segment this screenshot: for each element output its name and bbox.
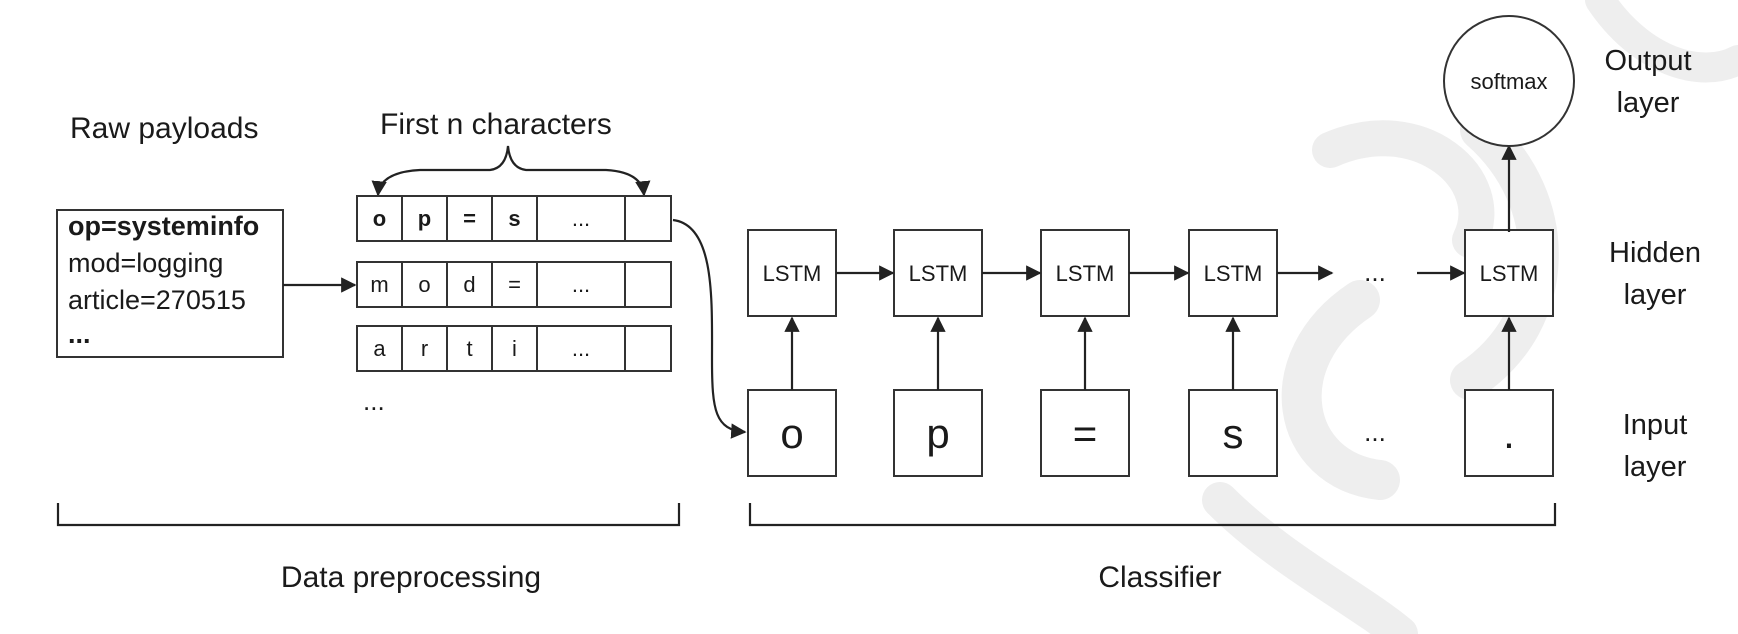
payload-line-3: article=270515 [68, 285, 246, 315]
char-cell-text: o [418, 272, 430, 297]
char-cell-text: i [512, 336, 517, 361]
classifier-bracket [748, 503, 1557, 527]
char-cell [446, 195, 493, 242]
char-cell [401, 261, 448, 308]
raw-payloads-label: Raw payloads [70, 112, 258, 145]
input-char: p [926, 410, 949, 457]
preprocessing-bracket [56, 503, 681, 527]
input-char: . [1503, 410, 1515, 457]
char-cell-text: t [466, 336, 472, 361]
lstm-cell-label: LSTM [1204, 261, 1263, 286]
character-rows: o p = s... m o d =... a r t i... [356, 195, 672, 372]
input-layer-label-1: Input [1623, 409, 1688, 441]
char-cell [491, 195, 538, 242]
payload-line-1: op=systeminfo [68, 211, 259, 241]
first-n-characters-label: First n characters [380, 108, 612, 141]
classifier-label: Classifier [1098, 561, 1221, 594]
payload-box [56, 209, 284, 358]
lstm-cell [893, 229, 983, 317]
lstm-cell-label: LSTM [1056, 261, 1115, 286]
payload-line-2: mod=logging [68, 248, 223, 278]
first-n-brace [371, 145, 651, 197]
char-cell [446, 325, 493, 372]
char-cell [491, 261, 538, 308]
lstm-cell-label: LSTM [1480, 261, 1539, 286]
char-cell [536, 195, 626, 242]
input-char-box [893, 389, 983, 477]
char-cell-text: ... [572, 272, 590, 297]
input-char: = [1073, 410, 1098, 457]
char-cell-text: ... [572, 336, 590, 361]
char-cell-text: = [508, 272, 521, 297]
char-cell [401, 325, 448, 372]
lstm-cell [1188, 229, 1278, 317]
char-cell-text: p [418, 206, 431, 231]
classifier-network: LSTM o LSTM p LSTM = LSTM s...... LSTM. [747, 229, 1554, 477]
char-cell [624, 195, 672, 242]
lstm-cell [747, 229, 837, 317]
char-cell-text: s [508, 206, 520, 231]
data-preprocessing-label: Data preprocessing [281, 561, 541, 594]
input-char: s [1223, 410, 1244, 457]
output-layer-label-1: Output [1604, 45, 1691, 77]
output-layer-label-2: layer [1617, 87, 1680, 119]
softmax-node [1443, 15, 1575, 147]
payload-line-ellipsis: ... [68, 319, 91, 349]
char-cell-text: m [370, 272, 388, 297]
watermark [1202, 0, 1738, 634]
char-cell [356, 325, 403, 372]
char-cell-text: = [463, 206, 476, 231]
input-ellipsis: ... [1364, 417, 1386, 447]
input-char-box [1188, 389, 1278, 477]
char-cell [536, 261, 626, 308]
char-cell-text: d [463, 272, 475, 297]
char-cell-text: o [373, 206, 386, 231]
lstm-cell-label: LSTM [909, 261, 968, 286]
softmax-label: softmax [1470, 69, 1547, 94]
hidden-layer-label-1: Hidden [1609, 237, 1701, 269]
char-cell-text: ... [572, 206, 590, 231]
char-cell [624, 261, 672, 308]
char-cell-text: r [421, 336, 428, 361]
input-char-box [1464, 389, 1554, 477]
char-cell [446, 261, 493, 308]
rows-ellipsis: ... [363, 386, 385, 416]
input-char: o [780, 410, 803, 457]
hidden-layer-label-2: layer [1624, 279, 1687, 311]
hidden-ellipsis: ... [1364, 257, 1386, 287]
char-cell [624, 325, 672, 372]
row-to-input-connector [672, 218, 747, 439]
lstm-cell [1464, 229, 1554, 317]
lstm-cell-label: LSTM [763, 261, 822, 286]
char-cell-text: a [373, 336, 386, 361]
input-layer-label-2: layer [1624, 451, 1687, 483]
